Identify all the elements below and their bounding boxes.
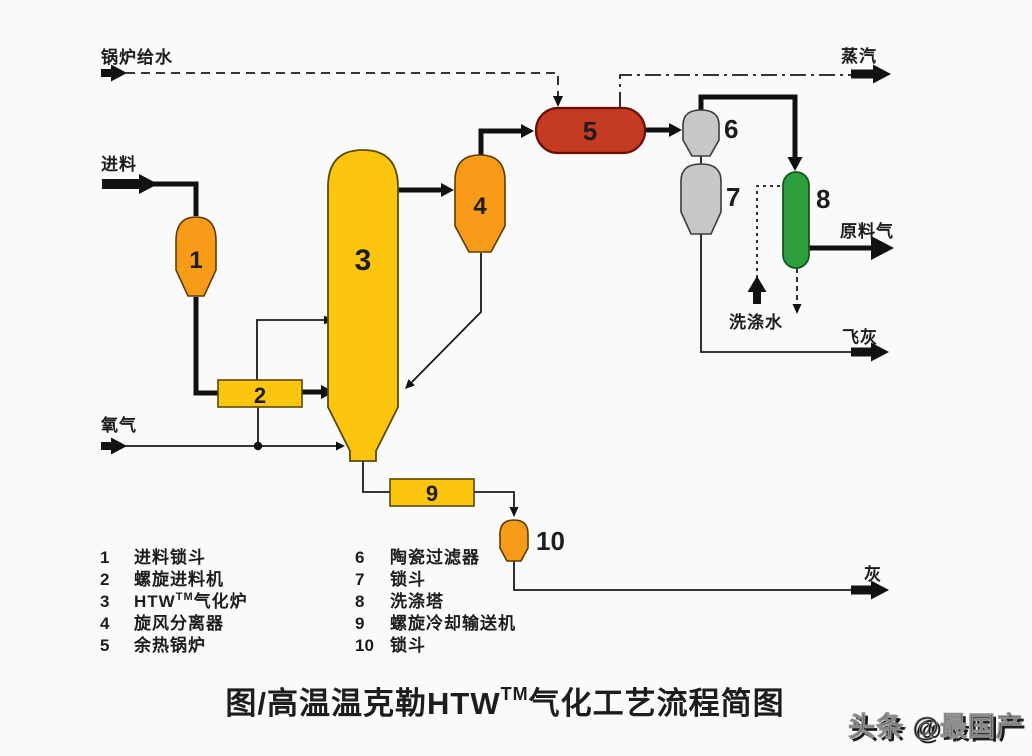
legend-num-5: 5 <box>100 636 109 655</box>
line-boiler-feed-water <box>126 72 559 97</box>
stream-label-oxygen: 氧气 <box>100 415 137 435</box>
line-10-to-ash <box>513 560 853 591</box>
diagram-title: 图/高温温克勒HTWTM气化工艺流程简图 <box>225 684 784 721</box>
arrow-oxygen <box>101 437 127 455</box>
line-4-recycle-to-3 <box>409 253 482 385</box>
vessel-3-htw-gasifier <box>327 149 399 462</box>
vessel-number-7: 7 <box>726 182 740 212</box>
vessel-4-cyclone <box>454 154 506 253</box>
vessel-5-waste-heat-boiler <box>534 106 647 155</box>
stream-label-fly-ash: 飞灰 <box>842 327 878 347</box>
stream-label-feed: 进料 <box>101 154 137 174</box>
vessel-number-4: 4 <box>473 193 487 220</box>
line-washwater-in <box>756 185 782 278</box>
legend-label-6: 陶瓷过滤器 <box>390 547 480 567</box>
arrow-fly-ash <box>851 342 889 362</box>
vessel-numbers: 1 2 3 4 5 6 7 8 9 10 <box>189 114 830 556</box>
legend-label-10: 锁斗 <box>390 635 426 655</box>
legend-num-1: 1 <box>100 548 109 567</box>
legend-label-3-pre: HTW <box>134 592 176 611</box>
line-9-to-10 <box>474 491 515 508</box>
line-1-to-2 <box>193 297 219 396</box>
legend-num-6: 6 <box>355 548 364 567</box>
vessels <box>175 106 810 562</box>
legend-label-7: 锁斗 <box>390 569 426 589</box>
arrow-raw-gas <box>871 236 894 260</box>
diagram-title-part2: 气化工艺流程简图 <box>528 686 785 721</box>
vessel-number-8: 8 <box>816 184 830 214</box>
arrow-wash-water-in <box>747 276 767 304</box>
legend-num-4: 4 <box>100 614 110 633</box>
arrow-steam <box>851 64 891 84</box>
legend-label-1: 进料锁斗 <box>134 547 206 567</box>
legend-label-3: HTWTM气化炉 <box>134 591 248 611</box>
line-7-to-flyash <box>700 234 853 353</box>
vessel-1-feed-lock-hopper <box>175 216 217 297</box>
arrowhead-bfw-into-5 <box>553 96 563 107</box>
legend-label-9: 螺旋冷却输送机 <box>390 613 516 633</box>
watermark: 头条 @最国产 头条 @最国产 <box>848 712 1027 745</box>
vessel-9-screw-conveyor <box>389 478 475 507</box>
watermark-shadow: 头条 @最国产 <box>851 715 1027 745</box>
legend-num-8: 8 <box>355 592 364 611</box>
line-6-to-8 <box>698 94 798 158</box>
arrowhead-6-to-8 <box>787 157 803 171</box>
arrow-boiler-feed-water <box>101 64 127 82</box>
vessel-number-2: 2 <box>254 383 266 408</box>
arrowhead-4-recycle <box>405 379 415 389</box>
vessel-6-ceramic-filter <box>682 109 720 157</box>
legend-num-10: 10 <box>355 636 374 655</box>
vessel-number-6: 6 <box>724 114 738 144</box>
arrowhead-oxygen-into-3 <box>336 441 345 451</box>
legend-num-7: 7 <box>355 570 364 589</box>
line-2top-to-3 <box>256 319 324 380</box>
vessel-number-9: 9 <box>426 481 438 506</box>
watermark-text: 头条 @最国产 <box>848 712 1024 742</box>
arrowhead-9-to-10 <box>509 507 519 517</box>
vessel-2-screw-feeder <box>217 379 303 408</box>
vessel-8-scrubber <box>782 171 810 269</box>
legend-label-5: 余热锅炉 <box>133 635 206 655</box>
equipment-legend: 1 进料锁斗 2 螺旋进料机 3 HTWTM气化炉 4 旋风分离器 5 余热锅炉… <box>100 547 516 655</box>
legend-label-8: 洗涤塔 <box>390 591 444 611</box>
arrow-feed <box>102 174 158 194</box>
legend-label-4: 旋风分离器 <box>133 613 224 633</box>
arrow-ash <box>851 580 889 600</box>
vessel-7-lock-hopper <box>680 163 722 235</box>
flow-lines <box>101 64 894 600</box>
vessel-number-5: 5 <box>583 116 597 146</box>
legend-label-3-tm: TM <box>176 591 194 603</box>
line-3-to-9 <box>362 461 390 493</box>
legend-num-3: 3 <box>100 592 109 611</box>
stream-label-wash-water: 洗涤水 <box>729 312 783 332</box>
stream-labels: 锅炉给水 进料 氧气 蒸汽 原料气 洗涤水 飞灰 灰 <box>100 46 894 584</box>
vessel-10-lock-hopper <box>499 519 529 562</box>
stream-label-raw-gas: 原料气 <box>840 221 894 241</box>
arrowhead-4-to-5 <box>521 124 534 138</box>
diagram-title-part1: 图/高温温克勒HTW <box>225 686 500 721</box>
vessel-number-1: 1 <box>189 247 202 274</box>
line-4-to-5 <box>478 128 521 157</box>
arrowhead-5-to-6 <box>669 123 682 137</box>
stream-label-steam: 蒸汽 <box>841 46 877 66</box>
arrowhead-wash-water-out <box>792 304 802 314</box>
stream-label-boiler-feed-water: 锅炉给水 <box>101 47 173 67</box>
legend-num-2: 2 <box>100 570 109 589</box>
diagram-title-tm: TM <box>501 684 529 704</box>
legend-num-9: 9 <box>355 614 364 633</box>
line-feed-to-1 <box>150 181 199 216</box>
vessel-number-10: 10 <box>536 526 565 556</box>
arrowhead-3-to-4 <box>441 183 454 197</box>
legend-label-3-post: 气化炉 <box>193 591 248 611</box>
line-steam <box>619 74 852 108</box>
legend-label-2: 螺旋进料机 <box>134 569 224 589</box>
vessel-number-3: 3 <box>355 244 372 277</box>
stream-label-ash: 灰 <box>864 564 882 584</box>
